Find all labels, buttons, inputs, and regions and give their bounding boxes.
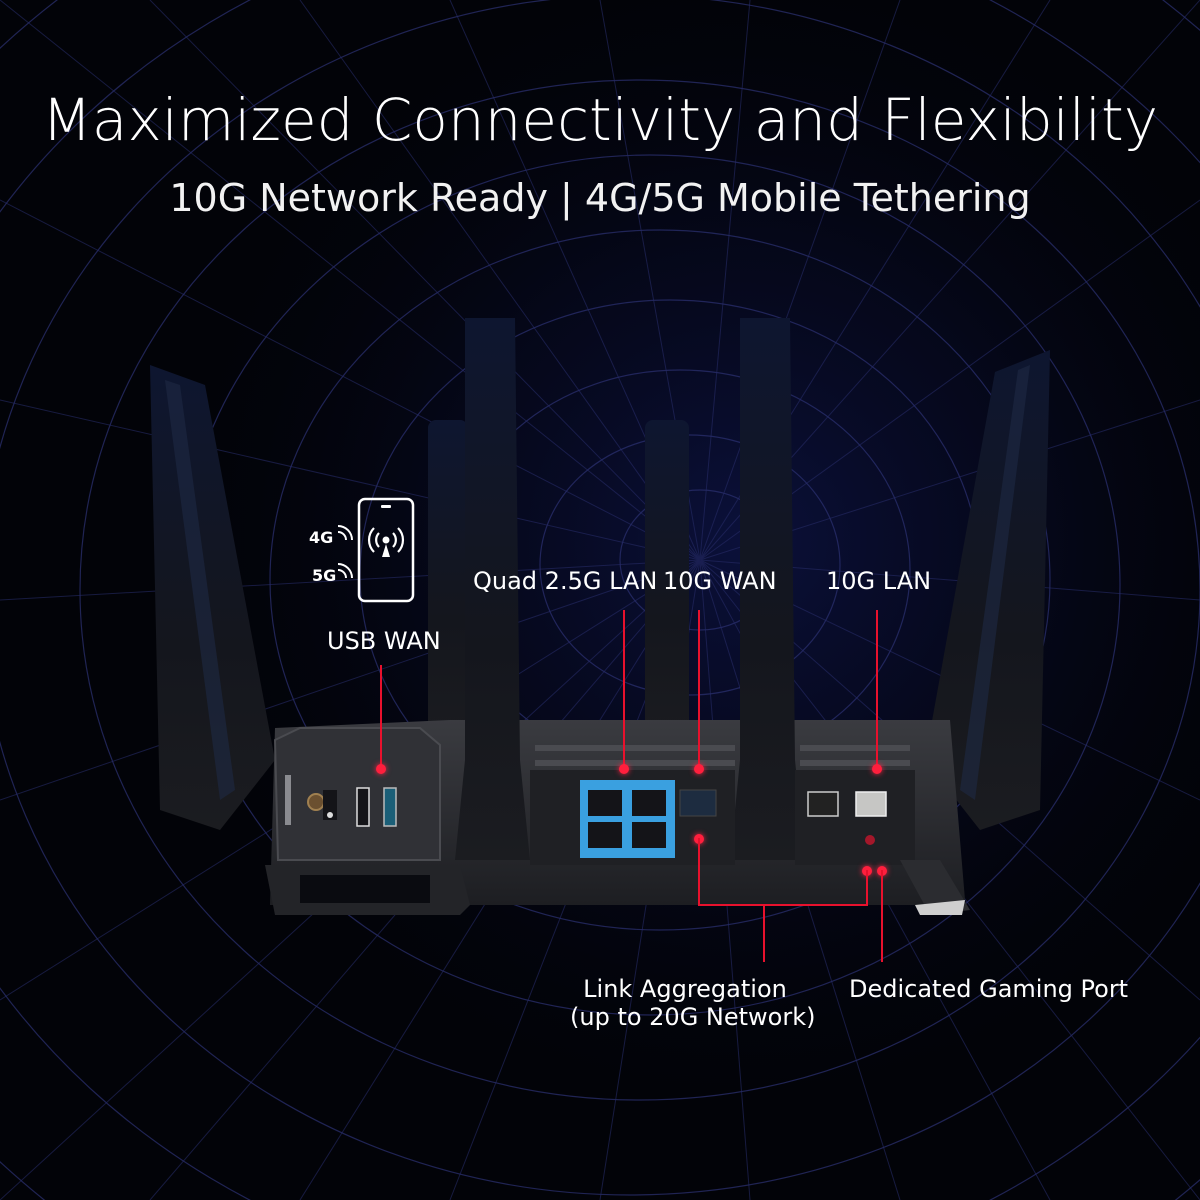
antenna-outer-left [150, 365, 275, 830]
callout-link-aggregation: Link Aggregation (up to 20G Network) [570, 975, 816, 1031]
antenna-front-center-left [455, 318, 530, 860]
page-title: Maximized Connectivity and Flexibility [41, 86, 1159, 154]
link-aggregation-line2: (up to 20G Network) [570, 1003, 816, 1031]
lan-10g-port-gaming [855, 791, 887, 817]
antenna-front-center-right [730, 318, 805, 860]
callout-quad-2-5g-lan: Quad 2.5G LAN [473, 567, 658, 595]
signal-waves-icon [337, 525, 353, 578]
antenna-back-left [428, 420, 468, 750]
callout-usb-wan: USB WAN [327, 627, 441, 655]
lan-10g-port-1 [807, 791, 839, 817]
link-aggregation-line1: Link Aggregation [583, 975, 787, 1003]
callout-10g-lan: 10G LAN [826, 567, 932, 595]
band-5g-label: 5G [312, 566, 337, 585]
phone-hotspot-icon [357, 497, 415, 603]
callout-dedicated-gaming-port: Dedicated Gaming Port [849, 975, 1129, 1003]
page-subtitle: 10G Network Ready | 4G/5G Mobile Tetheri… [169, 176, 1031, 220]
wan-10g-port [679, 789, 717, 817]
usb-port-2 [383, 787, 397, 827]
band-4g-label: 4G [309, 528, 334, 547]
antenna-outer-right [925, 350, 1050, 830]
antenna-back-right [645, 420, 689, 750]
callout-10g-wan: 10G WAN [663, 567, 777, 595]
usb-port-1 [356, 787, 370, 827]
